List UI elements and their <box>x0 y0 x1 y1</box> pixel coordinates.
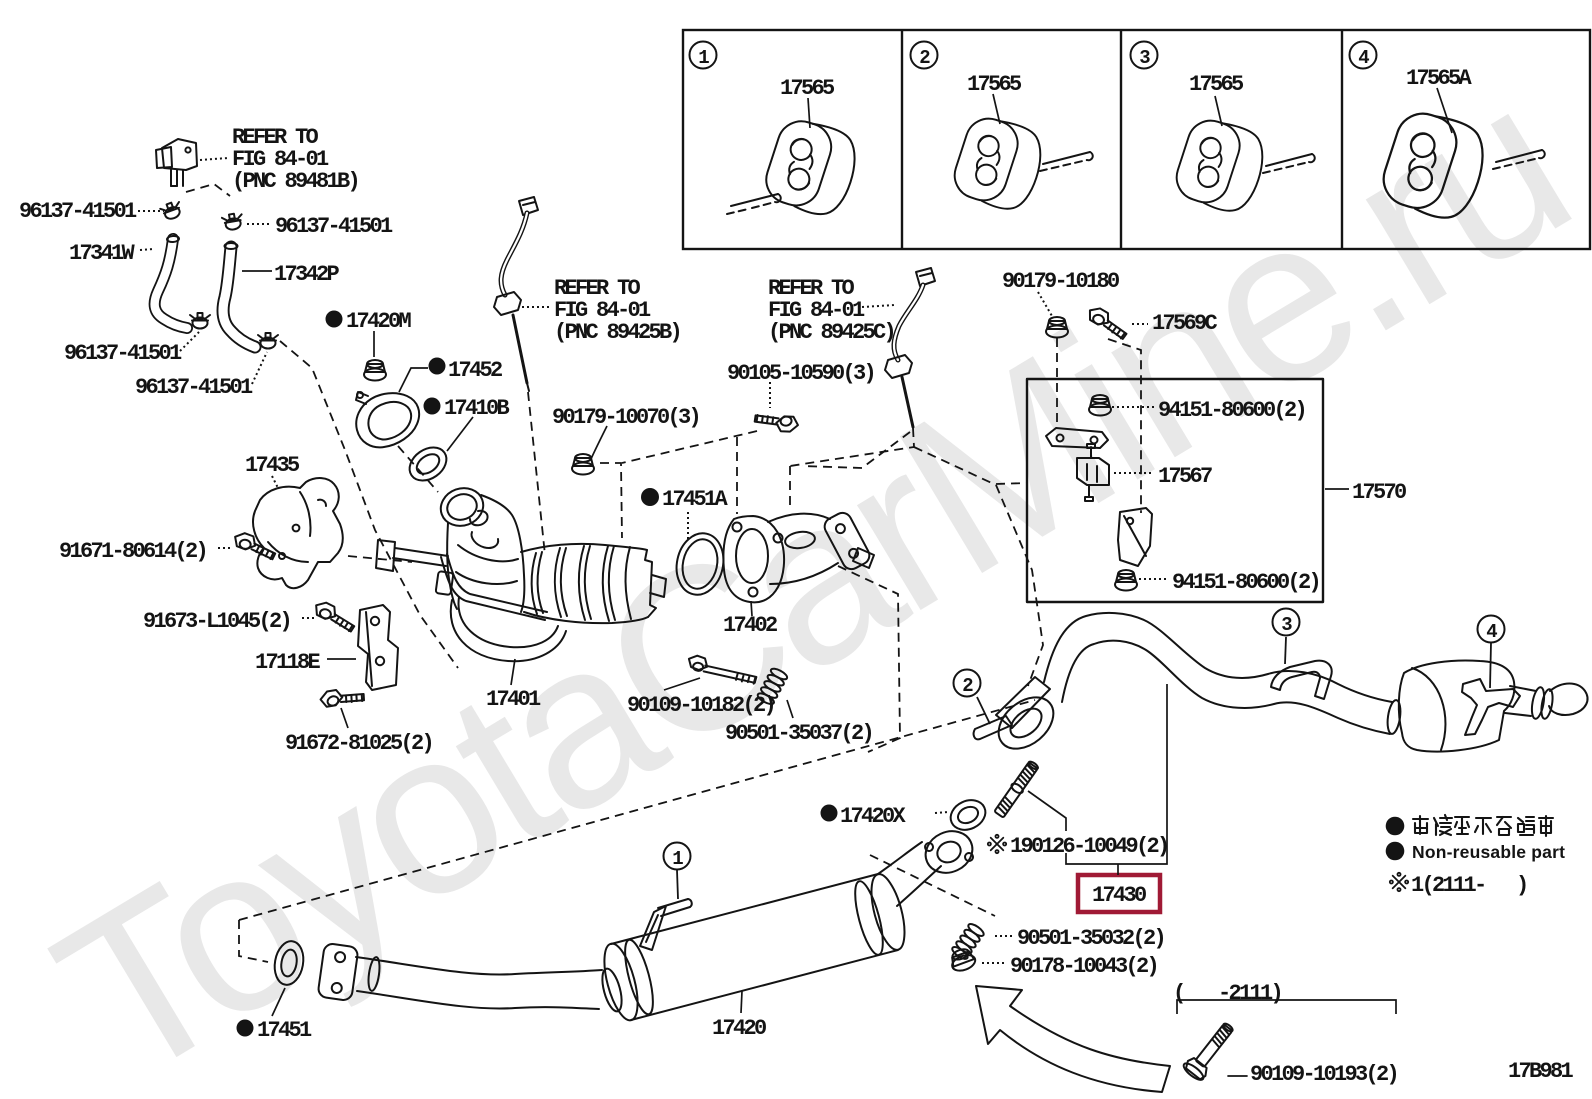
svg-text:90501-35032(2): 90501-35032(2) <box>1017 926 1164 951</box>
svg-text:(PNC 89481B): (PNC 89481B) <box>232 169 358 194</box>
svg-text:90501-35037(2): 90501-35037(2) <box>725 721 872 746</box>
svg-text:91671-80614(2): 91671-80614(2) <box>59 539 206 564</box>
svg-text:4: 4 <box>1486 621 1497 643</box>
svg-text:17420X: 17420X <box>840 804 907 829</box>
svg-text:-2111): -2111) <box>1218 981 1281 1006</box>
svg-text:190126-10049(2): 190126-10049(2) <box>1010 834 1168 859</box>
svg-text:90109-10182(2): 90109-10182(2) <box>627 693 774 718</box>
svg-text:96137-41501: 96137-41501 <box>19 199 137 224</box>
svg-text:17402: 17402 <box>723 613 777 638</box>
svg-text:Non-reusable part: Non-reusable part <box>1412 842 1565 862</box>
svg-text:17565: 17565 <box>967 72 1022 97</box>
svg-text:(PNC 89425B): (PNC 89425B) <box>554 320 680 345</box>
svg-text:94151-80600(2): 94151-80600(2) <box>1172 570 1319 595</box>
svg-text:2: 2 <box>919 47 930 69</box>
svg-text:90178-10043(2): 90178-10043(2) <box>1010 954 1157 979</box>
svg-text:90179-10070(3): 90179-10070(3) <box>552 405 699 430</box>
svg-text:17565: 17565 <box>780 76 835 101</box>
svg-text:17565: 17565 <box>1189 72 1244 97</box>
svg-text:FIG 84-01: FIG 84-01 <box>232 147 329 172</box>
svg-text:17452: 17452 <box>448 358 502 383</box>
svg-text:91672-81025(2): 91672-81025(2) <box>285 731 432 756</box>
svg-text:(: ( <box>1173 981 1184 1006</box>
svg-text:1: 1 <box>698 47 709 69</box>
svg-text:90179-10180: 90179-10180 <box>1002 269 1119 294</box>
svg-text:17410B: 17410B <box>444 396 510 421</box>
svg-text:17451A: 17451A <box>662 487 729 512</box>
svg-text:96137-41501: 96137-41501 <box>135 375 253 400</box>
svg-text:90105-10590(3): 90105-10590(3) <box>727 361 874 386</box>
svg-text:17401: 17401 <box>486 687 541 712</box>
svg-text:94151-80600(2): 94151-80600(2) <box>1158 398 1305 423</box>
svg-text:17451: 17451 <box>257 1018 312 1043</box>
svg-text:17435: 17435 <box>245 453 300 478</box>
svg-text:96137-41501: 96137-41501 <box>275 214 393 239</box>
svg-text:17341W: 17341W <box>69 241 136 266</box>
svg-text:): ) <box>1516 873 1527 898</box>
svg-text:3: 3 <box>1139 47 1150 69</box>
svg-text:4: 4 <box>1358 47 1369 69</box>
svg-text:17342P: 17342P <box>274 262 340 287</box>
svg-text:96137-41501: 96137-41501 <box>64 341 182 366</box>
svg-text:17570: 17570 <box>1352 480 1406 505</box>
svg-text:REFER TO: REFER TO <box>554 276 641 301</box>
svg-text:(PNC 89425C): (PNC 89425C) <box>768 320 894 345</box>
svg-text:1: 1 <box>672 848 683 870</box>
svg-text:90109-10193(2): 90109-10193(2) <box>1250 1062 1397 1087</box>
svg-text:FIG 84-01: FIG 84-01 <box>768 298 865 323</box>
svg-text:17420: 17420 <box>712 1016 766 1041</box>
svg-text:91673-L1045(2): 91673-L1045(2) <box>143 609 290 634</box>
svg-text:17420M: 17420M <box>346 309 412 334</box>
svg-text:1(2111-: 1(2111- <box>1411 873 1485 898</box>
svg-text:17430: 17430 <box>1092 883 1146 908</box>
svg-text:3: 3 <box>1281 614 1292 636</box>
svg-text:17118E: 17118E <box>255 650 321 675</box>
svg-text:REFER TO: REFER TO <box>768 276 855 301</box>
svg-text:17569C: 17569C <box>1152 311 1218 336</box>
svg-text:REFER TO: REFER TO <box>232 125 319 150</box>
svg-text:17565A: 17565A <box>1406 66 1473 91</box>
svg-text:17567: 17567 <box>1158 464 1212 489</box>
svg-text:17B981: 17B981 <box>1508 1059 1574 1084</box>
svg-text:FIG 84-01: FIG 84-01 <box>554 298 651 323</box>
svg-text:2: 2 <box>962 675 973 697</box>
